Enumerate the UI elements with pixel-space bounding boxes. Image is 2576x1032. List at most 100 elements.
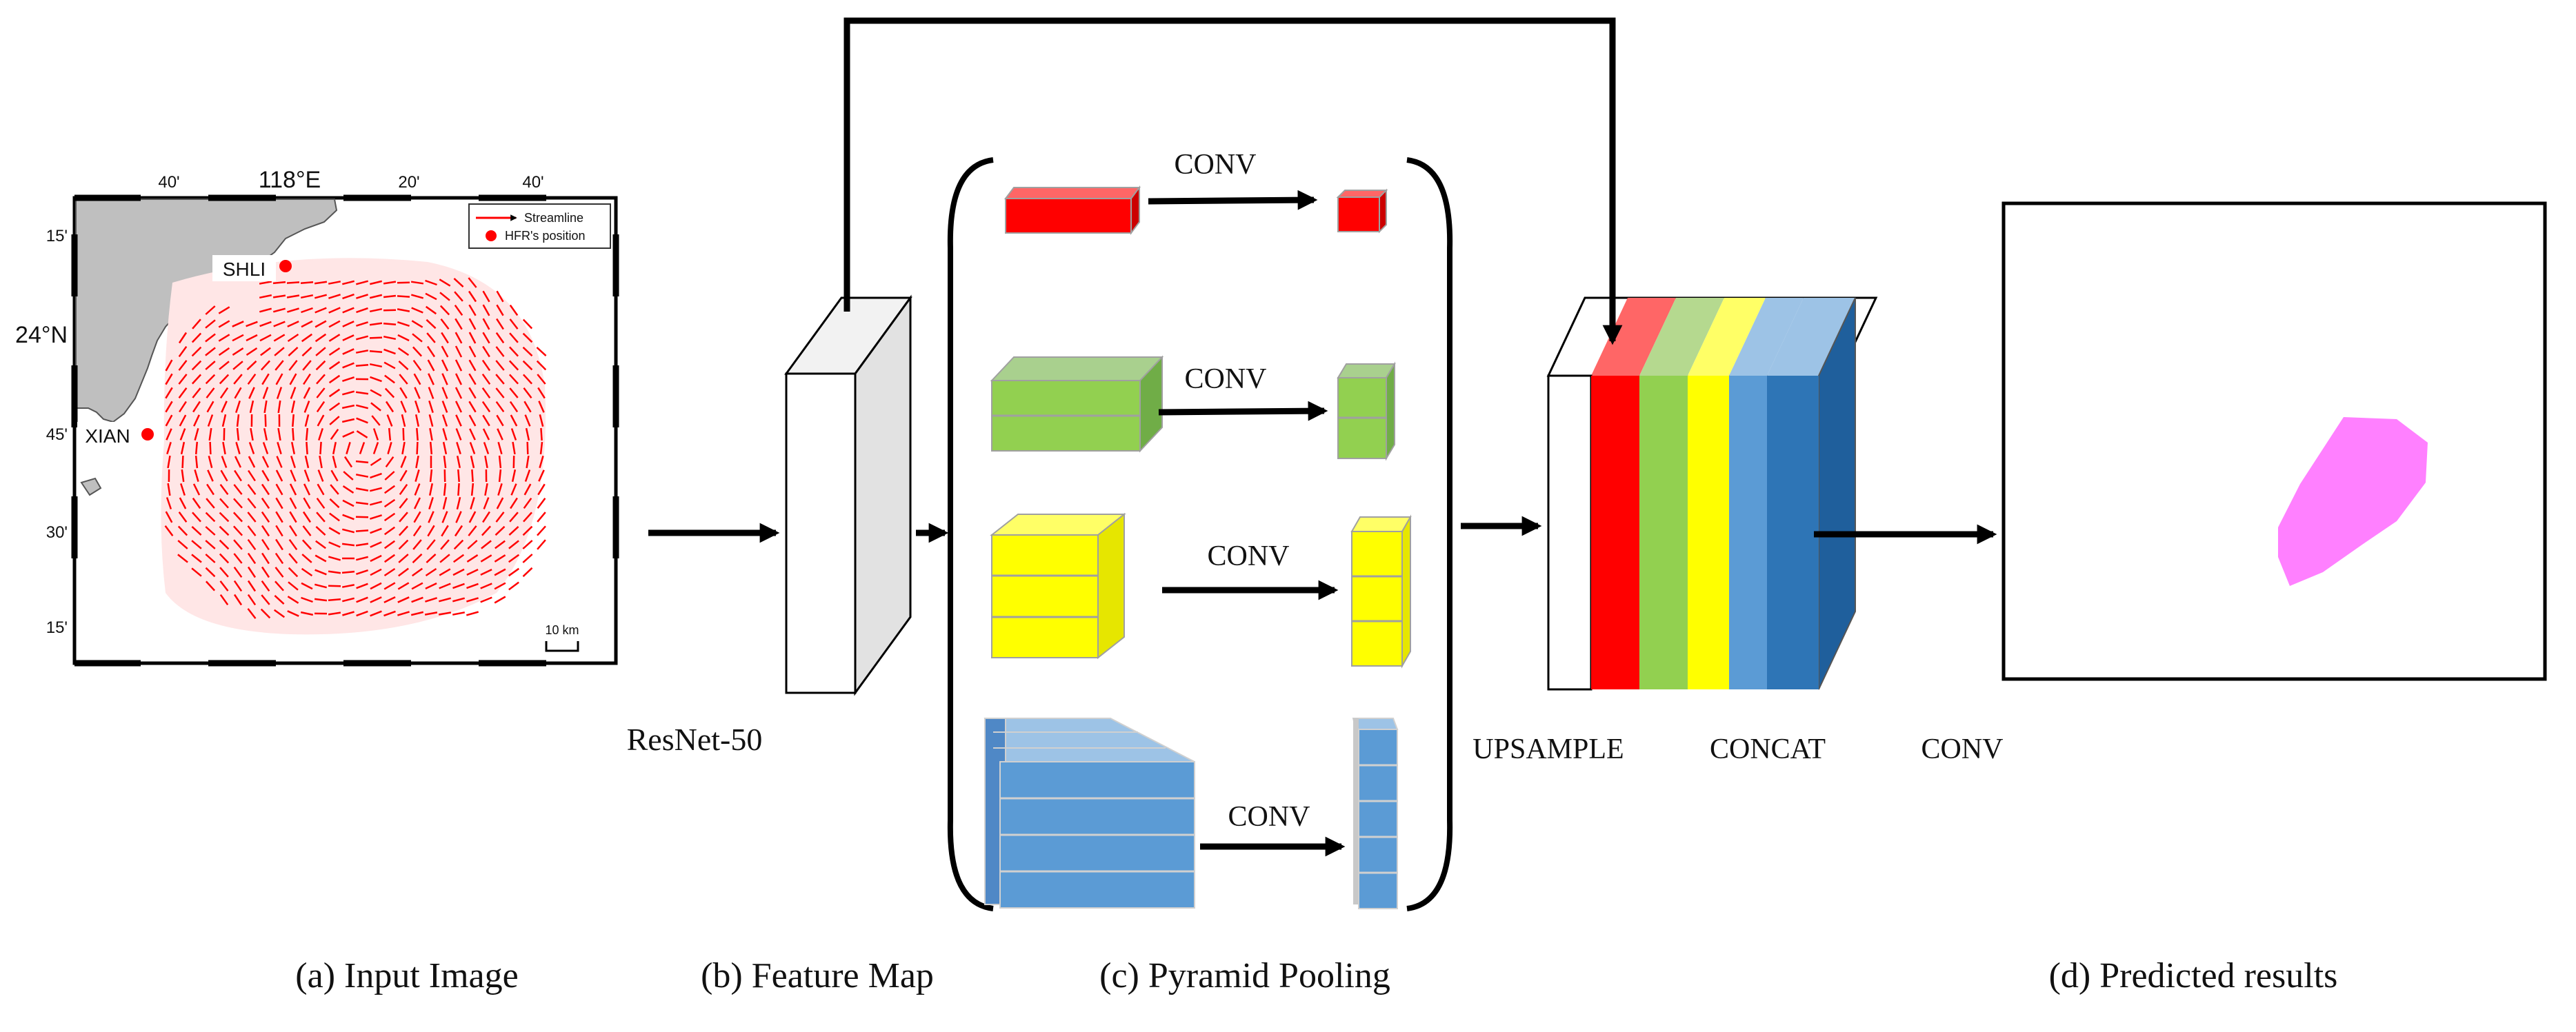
current-vector — [481, 359, 491, 372]
current-vector — [411, 320, 423, 328]
current-vector — [456, 455, 461, 469]
current-vector — [219, 580, 229, 591]
lat-tick: 15' — [46, 618, 68, 637]
current-vector — [369, 350, 383, 353]
current-vector — [274, 580, 284, 591]
current-vector — [383, 309, 397, 312]
current-vector — [441, 332, 449, 344]
current-vector — [234, 469, 242, 482]
current-vector — [261, 469, 270, 482]
current-vector — [522, 318, 533, 330]
scale-label: 10 km — [545, 623, 579, 637]
current-vector — [342, 348, 355, 355]
current-vector — [425, 292, 437, 301]
current-vector — [481, 387, 491, 399]
current-vector — [482, 345, 490, 358]
current-vector — [454, 304, 463, 316]
current-vector — [439, 292, 450, 301]
current-vector — [468, 359, 477, 372]
current-vector — [346, 442, 351, 454]
current-vector — [341, 543, 355, 547]
current-vector — [178, 387, 188, 398]
current-vector — [468, 290, 477, 303]
current-vector — [455, 332, 463, 344]
current-vector — [315, 347, 326, 356]
current-vector — [453, 539, 464, 550]
current-vector — [452, 568, 465, 576]
current-vector — [301, 567, 313, 577]
current-vector — [522, 374, 533, 385]
current-vector — [413, 497, 421, 509]
current-vector — [481, 373, 491, 385]
current-vector — [428, 401, 434, 413]
current-vector — [510, 483, 517, 496]
current-vector — [356, 321, 368, 327]
current-vector — [248, 442, 255, 454]
current-vector — [355, 363, 369, 367]
current-vector — [274, 360, 284, 371]
current-vector — [316, 387, 326, 398]
current-vector — [355, 529, 369, 532]
conv-label-red: CONV — [1174, 149, 1256, 181]
current-vector — [383, 323, 397, 325]
current-vector — [455, 318, 463, 330]
current-vector — [442, 428, 448, 441]
current-vector — [316, 512, 326, 523]
current-vector — [482, 428, 490, 441]
current-vector — [342, 376, 355, 382]
current-vector — [428, 483, 434, 496]
current-vector — [495, 540, 506, 549]
current-vector — [414, 387, 421, 399]
current-vector — [315, 525, 326, 536]
input-image-map: 40' 118°E 20' 40' 15' 24°N 45' 30' 15' S… — [15, 167, 619, 667]
current-vector — [288, 567, 299, 578]
current-vector — [383, 582, 396, 590]
current-vector — [177, 540, 188, 549]
lon-tick: 40' — [522, 173, 543, 192]
current-vector — [400, 456, 407, 468]
current-vector — [415, 469, 420, 482]
current-vector — [355, 543, 369, 547]
current-vector — [441, 511, 448, 523]
current-vector — [328, 388, 341, 398]
current-vector — [273, 334, 286, 342]
current-vector — [370, 376, 382, 383]
pool-level-blue: CONV — [984, 718, 1399, 909]
caption-pyramid-pooling: (c) Pyramid Pooling — [1099, 956, 1390, 995]
current-vector — [538, 469, 545, 482]
current-vector — [292, 427, 294, 441]
current-vector — [305, 427, 309, 441]
current-vector — [426, 553, 437, 564]
current-vector — [456, 496, 461, 510]
current-vector — [247, 552, 257, 565]
current-vector — [301, 320, 313, 328]
current-vector — [355, 391, 369, 395]
current-vector — [495, 346, 505, 357]
current-vector — [301, 346, 312, 357]
current-vector — [328, 374, 341, 384]
current-vector — [273, 321, 286, 327]
current-vector — [511, 469, 517, 483]
current-vector — [455, 401, 463, 413]
current-vector — [219, 539, 230, 550]
current-vector — [178, 374, 188, 385]
current-vector — [369, 322, 383, 326]
station-marker — [279, 260, 292, 272]
current-vector — [232, 525, 243, 536]
pool-level-red: CONV — [1004, 149, 1388, 235]
current-vector — [205, 567, 216, 578]
current-vector — [429, 469, 433, 483]
current-vector — [246, 321, 258, 327]
current-vector — [272, 294, 286, 299]
current-vector — [370, 527, 382, 534]
current-vector — [415, 401, 420, 413]
current-vector — [314, 281, 328, 285]
current-vector — [300, 281, 314, 285]
current-vector — [426, 539, 436, 550]
current-vector — [342, 514, 355, 520]
current-vector — [259, 281, 272, 285]
lat-tick: 15' — [46, 227, 68, 245]
current-vector — [261, 594, 270, 605]
current-vector — [387, 442, 392, 454]
current-vector — [290, 469, 297, 482]
